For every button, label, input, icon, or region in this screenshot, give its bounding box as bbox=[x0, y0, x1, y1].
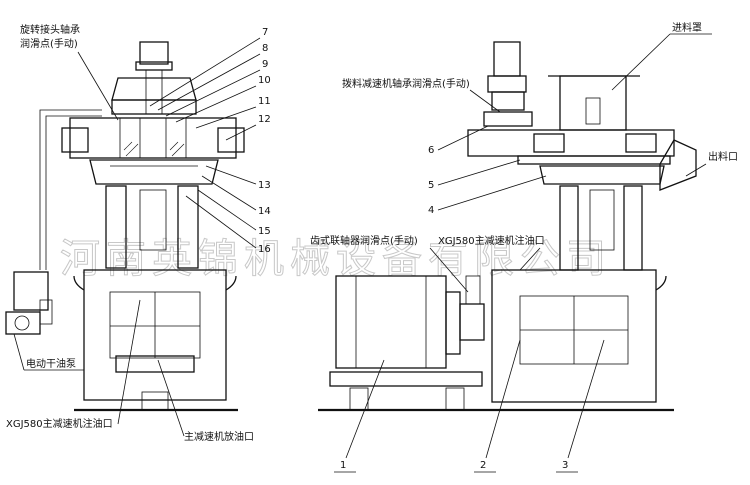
part-number: 11 bbox=[258, 96, 271, 107]
label-rotary-joint-lube-2: 润滑点(手动) bbox=[20, 37, 78, 50]
right-part-numbers: 6 5 4 bbox=[428, 125, 547, 216]
label-discharge: 出料口 bbox=[708, 150, 738, 163]
label-gearbox-drain: 主减速机放油口 bbox=[184, 430, 254, 443]
label-dial-reducer-lube: 拨料减速机轴承润滑点(手动) bbox=[342, 77, 470, 90]
leader-dial-reducer-lube bbox=[469, 89, 501, 113]
label-electric-oil-pump: 电动干油泵 bbox=[26, 357, 76, 370]
right-machine-view bbox=[318, 41, 697, 412]
part-number: 7 bbox=[262, 27, 268, 38]
part-number: 6 bbox=[428, 145, 434, 156]
label-feed-hood: 进料罩 bbox=[672, 21, 702, 34]
part-number: 3 bbox=[562, 460, 568, 471]
leader-gearbox-drain bbox=[157, 359, 185, 437]
leader-right-gearbox-fill bbox=[519, 247, 541, 271]
part-number: 4 bbox=[428, 205, 434, 216]
left-machine-view bbox=[5, 41, 245, 412]
leader-rotary-joint bbox=[77, 51, 119, 121]
label-rotary-joint-lube-1: 旋转接头轴承 bbox=[20, 23, 80, 36]
part-number: 13 bbox=[258, 180, 271, 191]
watermark-text: 河南英锦机械设备有限公司 bbox=[60, 236, 612, 282]
left-part-numbers: 7 8 9 10 11 12 13 14 15 16 bbox=[149, 27, 271, 255]
label-right-gearbox-fill: XGJ580主减速机注油口 bbox=[438, 234, 545, 247]
part-number: 5 bbox=[428, 180, 434, 191]
bottom-part-numbers: 1 2 3 bbox=[334, 339, 605, 473]
label-left-gearbox-fill: XGJ580主减速机注油口 bbox=[6, 417, 113, 430]
part-number: 14 bbox=[258, 206, 271, 217]
leader-coupling-lube bbox=[429, 247, 469, 293]
part-number: 1 bbox=[340, 460, 346, 471]
part-number: 16 bbox=[258, 244, 271, 255]
part-number: 10 bbox=[258, 75, 271, 86]
part-number: 12 bbox=[258, 114, 271, 125]
part-number: 15 bbox=[258, 226, 271, 237]
label-coupling-lube: 齿式联轴器润滑点(手动) bbox=[310, 234, 418, 247]
part-number: 8 bbox=[262, 43, 268, 54]
leader-left-gearbox-fill bbox=[117, 299, 141, 425]
leader-discharge bbox=[685, 163, 707, 177]
leader-oil-pump bbox=[13, 333, 25, 371]
part-number: 9 bbox=[262, 59, 268, 70]
leader-feed-hood bbox=[611, 33, 671, 91]
part-number: 2 bbox=[480, 460, 486, 471]
